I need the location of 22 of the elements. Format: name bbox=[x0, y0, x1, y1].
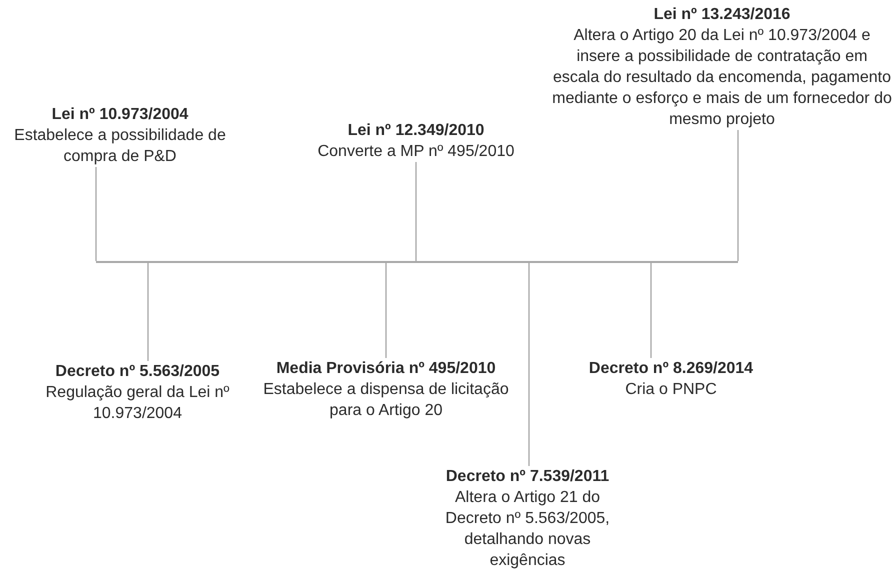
heading-text: Media Provisória nº 495/2010 bbox=[275, 359, 497, 379]
connector-line bbox=[95, 167, 97, 261]
description-text: Estabelece a possibilidade de compra de P&D bbox=[13, 126, 227, 167]
connector-line bbox=[737, 130, 739, 261]
timeline-axis bbox=[96, 261, 738, 263]
description-text: Cria o PNPC bbox=[624, 380, 718, 400]
heading-text: Decreto nº 5.563/2005 bbox=[54, 362, 221, 382]
heading-text: Lei nº 13.243/2016 bbox=[652, 5, 792, 25]
heading-text: Decreto nº 7.539/2011 bbox=[444, 467, 610, 487]
connector-line bbox=[147, 263, 149, 361]
description-text: Altera o Artigo 20 da Lei nº 10.973/2004 e insere a possibilidade de contratação em escala do resultado da encomenda, pagamento mediante o esforço e mais de um fornecedor do mesmo projeto bbox=[552, 26, 892, 130]
description-text: Regulação geral da Lei nº 10.973/2004 bbox=[44, 383, 230, 424]
connector-line bbox=[415, 162, 417, 261]
connector-line bbox=[650, 263, 652, 358]
connector-line bbox=[528, 263, 530, 466]
heading-text: Lei nº 10.973/2004 bbox=[50, 105, 190, 125]
heading-text: Lei nº 12.349/2010 bbox=[346, 121, 486, 141]
heading-text: Decreto nº 8.269/2014 bbox=[588, 359, 754, 379]
connector-line bbox=[385, 263, 387, 358]
description-text: Converte a MP nº 495/2010 bbox=[316, 142, 516, 162]
description-text: Altera o Artigo 21 do Decreto nº 5.563/2005, detalhando novas exigências bbox=[444, 488, 611, 571]
description-text: Estabelece a dispensa de licitação para o Artigo 20 bbox=[262, 380, 510, 421]
